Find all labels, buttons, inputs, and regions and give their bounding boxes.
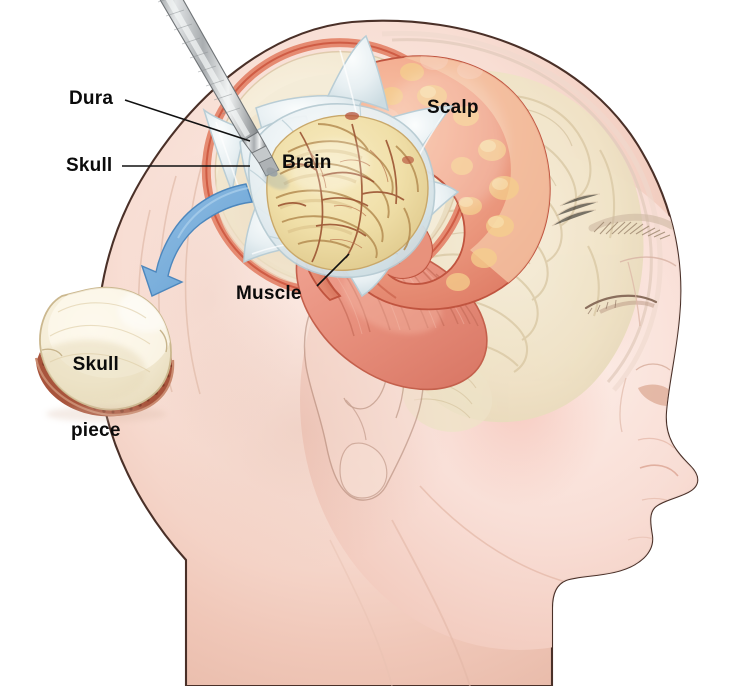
leader-line-dura [124, 99, 251, 142]
label-skull-piece-line1: Skull [72, 354, 119, 375]
leader-line-muscle [316, 253, 350, 287]
label-brain: Brain [282, 152, 332, 173]
removal-arrow [140, 183, 253, 297]
leader-lines [122, 99, 350, 287]
label-scalp: Scalp [427, 97, 479, 118]
closed-eye [584, 294, 658, 315]
face-features [329, 213, 681, 686]
label-muscle: Muscle [236, 283, 302, 304]
label-skull-piece-line2: piece [71, 420, 121, 441]
label-skull-piece: Skull piece [71, 310, 121, 486]
surgical-forceps [157, 0, 289, 190]
label-dura: Dura [69, 88, 114, 109]
skull-piece [34, 286, 175, 422]
exposed-brain [266, 112, 429, 271]
eyebrow [588, 213, 676, 240]
label-skull: Skull [66, 155, 113, 176]
